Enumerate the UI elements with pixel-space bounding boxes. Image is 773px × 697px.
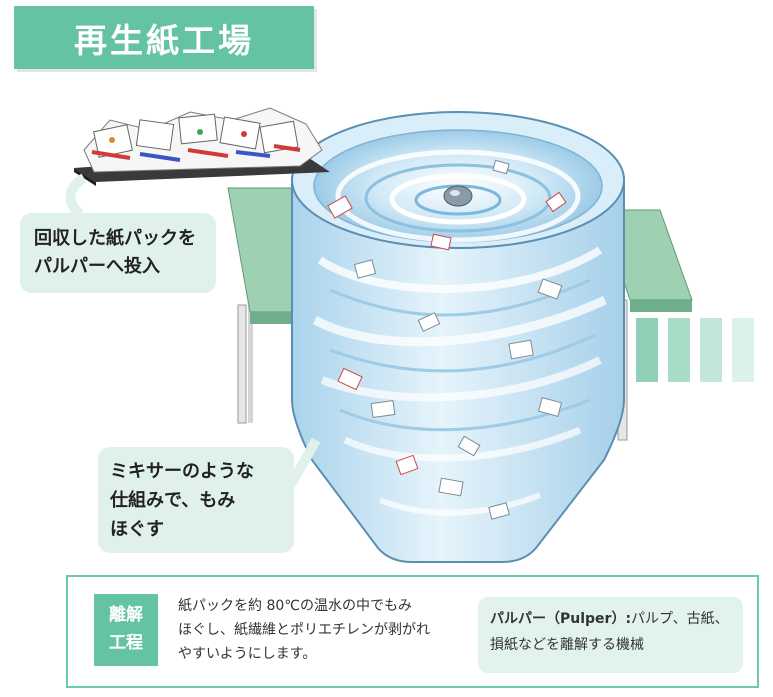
fading-bars xyxy=(636,318,754,382)
definition-text: 損紙などを離解する機械 xyxy=(490,637,644,653)
page-title: 再生紙工場 xyxy=(74,20,254,60)
callout-connector xyxy=(65,173,87,218)
callout-text: ほぐす xyxy=(110,519,164,540)
carton-conveyor xyxy=(74,107,330,186)
definition-box: パルパー（Pulper）:パルプ、古紙、 損紙などを離解する機械 xyxy=(478,597,743,673)
definition-line: パルパー（Pulper）:パルプ、古紙、 xyxy=(490,606,743,632)
process-info-box: 離解 工程 紙パックを約 80℃の温水の中でもみ ほぐし、紙繊維とポリエチレンが… xyxy=(66,575,759,688)
process-desc-line: やすいようにします。 xyxy=(178,646,317,662)
callout-text: 仕組みで、もみ xyxy=(110,490,236,511)
title-banner: 再生紙工場 xyxy=(14,6,314,69)
process-tag-line: 離解 xyxy=(109,605,143,625)
callout-text: 回収した紙パックを xyxy=(34,228,196,249)
callout-text: パルパーへ投入 xyxy=(34,256,160,277)
callout-mixer: ミキサーのような 仕組みで、もみ ほぐす xyxy=(98,447,294,553)
process-tag: 離解 工程 xyxy=(94,594,158,666)
definition-text: パルプ、古紙、 xyxy=(631,611,729,627)
process-desc-line: ほぐし、紙繊維とポリエチレンが剥がれ xyxy=(178,622,430,638)
definition-term: パルパー（Pulper）: xyxy=(490,611,632,627)
pulper-tank xyxy=(291,111,625,563)
process-tag-line: 工程 xyxy=(109,633,143,653)
callout-input: 回収した紙パックを パルパーへ投入 xyxy=(20,213,216,293)
process-description: 紙パックを約 80℃の温水の中でもみ ほぐし、紙繊維とポリエチレンが剥がれ やす… xyxy=(178,594,430,666)
process-desc-line: 紙パックを約 80℃の温水の中でもみ xyxy=(178,598,412,614)
callout-text: ミキサーのような xyxy=(110,461,254,482)
